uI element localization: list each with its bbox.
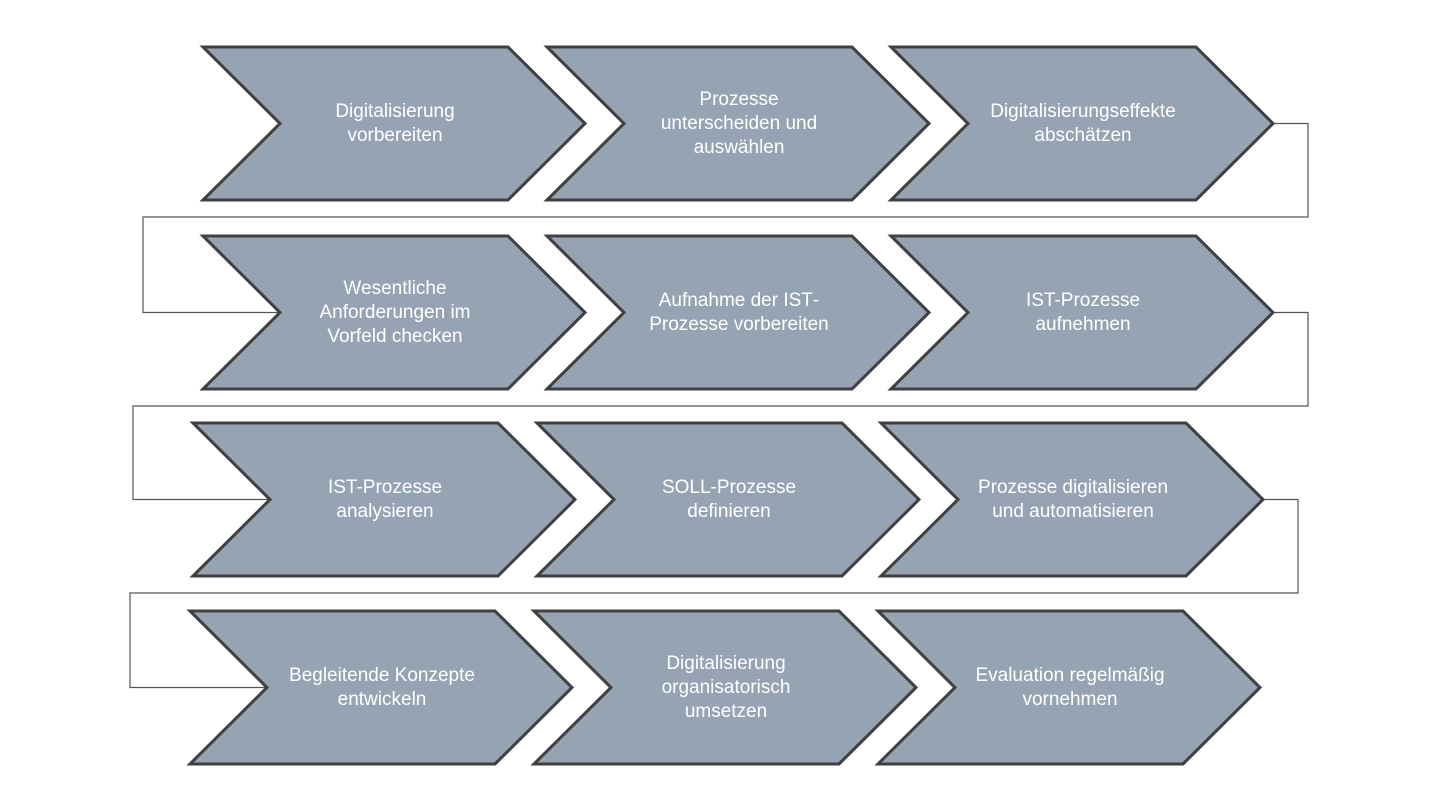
process-step-chevron bbox=[199, 45, 588, 202]
process-step-chevron bbox=[877, 421, 1266, 578]
process-step-chevron bbox=[543, 45, 932, 202]
process-step-chevron bbox=[533, 421, 922, 578]
row-connector-line bbox=[132, 311, 1309, 501]
process-step-chevron bbox=[199, 234, 588, 391]
process-step-chevron bbox=[874, 609, 1263, 766]
process-step-chevron bbox=[887, 45, 1276, 202]
row-connector-line bbox=[129, 498, 1299, 689]
chevron-steps bbox=[186, 45, 1276, 766]
process-step-chevron bbox=[189, 421, 578, 578]
process-step-chevron bbox=[543, 234, 932, 391]
process-step-chevron bbox=[530, 609, 919, 766]
row-connector-line bbox=[142, 122, 1309, 314]
row-connectors bbox=[129, 122, 1309, 689]
process-step-chevron bbox=[887, 234, 1276, 391]
process-step-chevron bbox=[186, 609, 575, 766]
